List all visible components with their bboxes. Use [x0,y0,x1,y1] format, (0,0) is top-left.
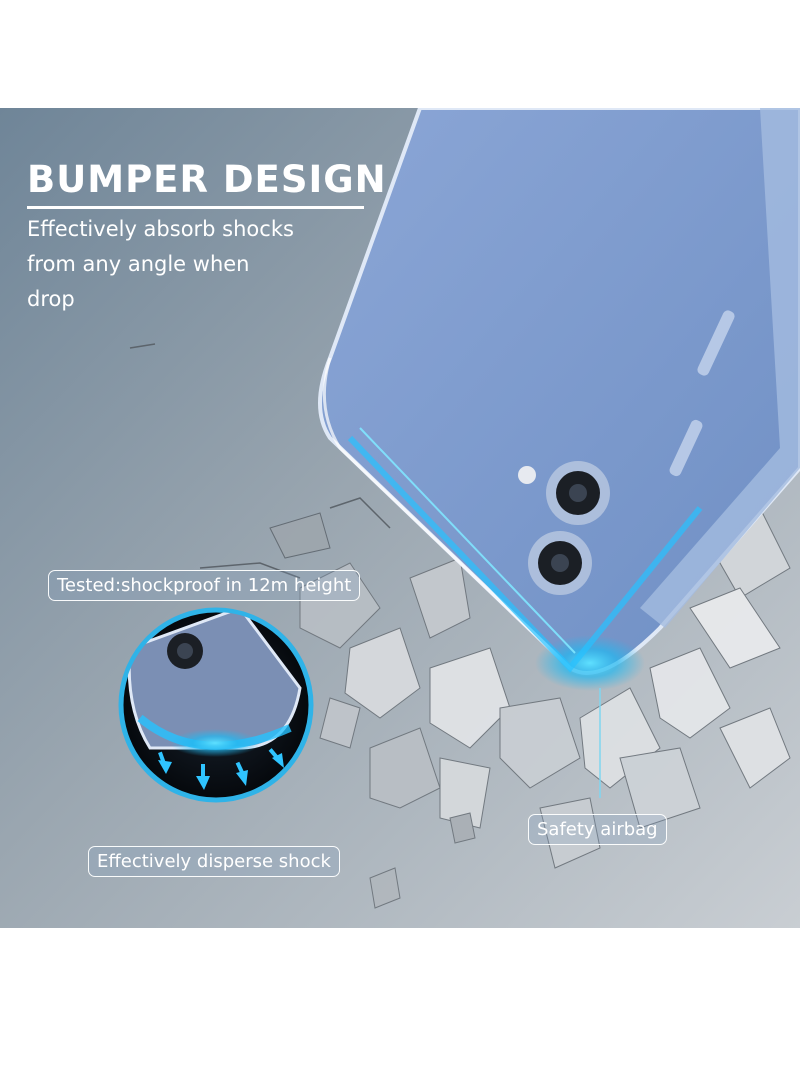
disperse-callout: Effectively disperse shock [88,846,340,877]
airbag-callout: Safety airbag [528,814,667,845]
product-illustration [0,108,800,928]
tested-callout: Tested:shockproof in 12m height [48,570,361,601]
subtitle-line: Effectively absorb shocks [27,217,294,241]
product-banner: BUMPER DESIGN Effectively absorb shocks … [0,108,800,928]
subtitle-line: drop [27,287,75,311]
title-underline [27,206,364,209]
impact-glow [347,427,703,798]
arrow-down-icon [158,748,284,790]
subtitle-line: from any angle when [27,252,250,276]
corner-detail-inset [118,607,314,803]
heading-title: BUMPER DESIGN [27,158,387,201]
heading-subtitle: Effectively absorb shocks from any angle… [27,212,327,317]
camera-lenses [518,461,610,595]
